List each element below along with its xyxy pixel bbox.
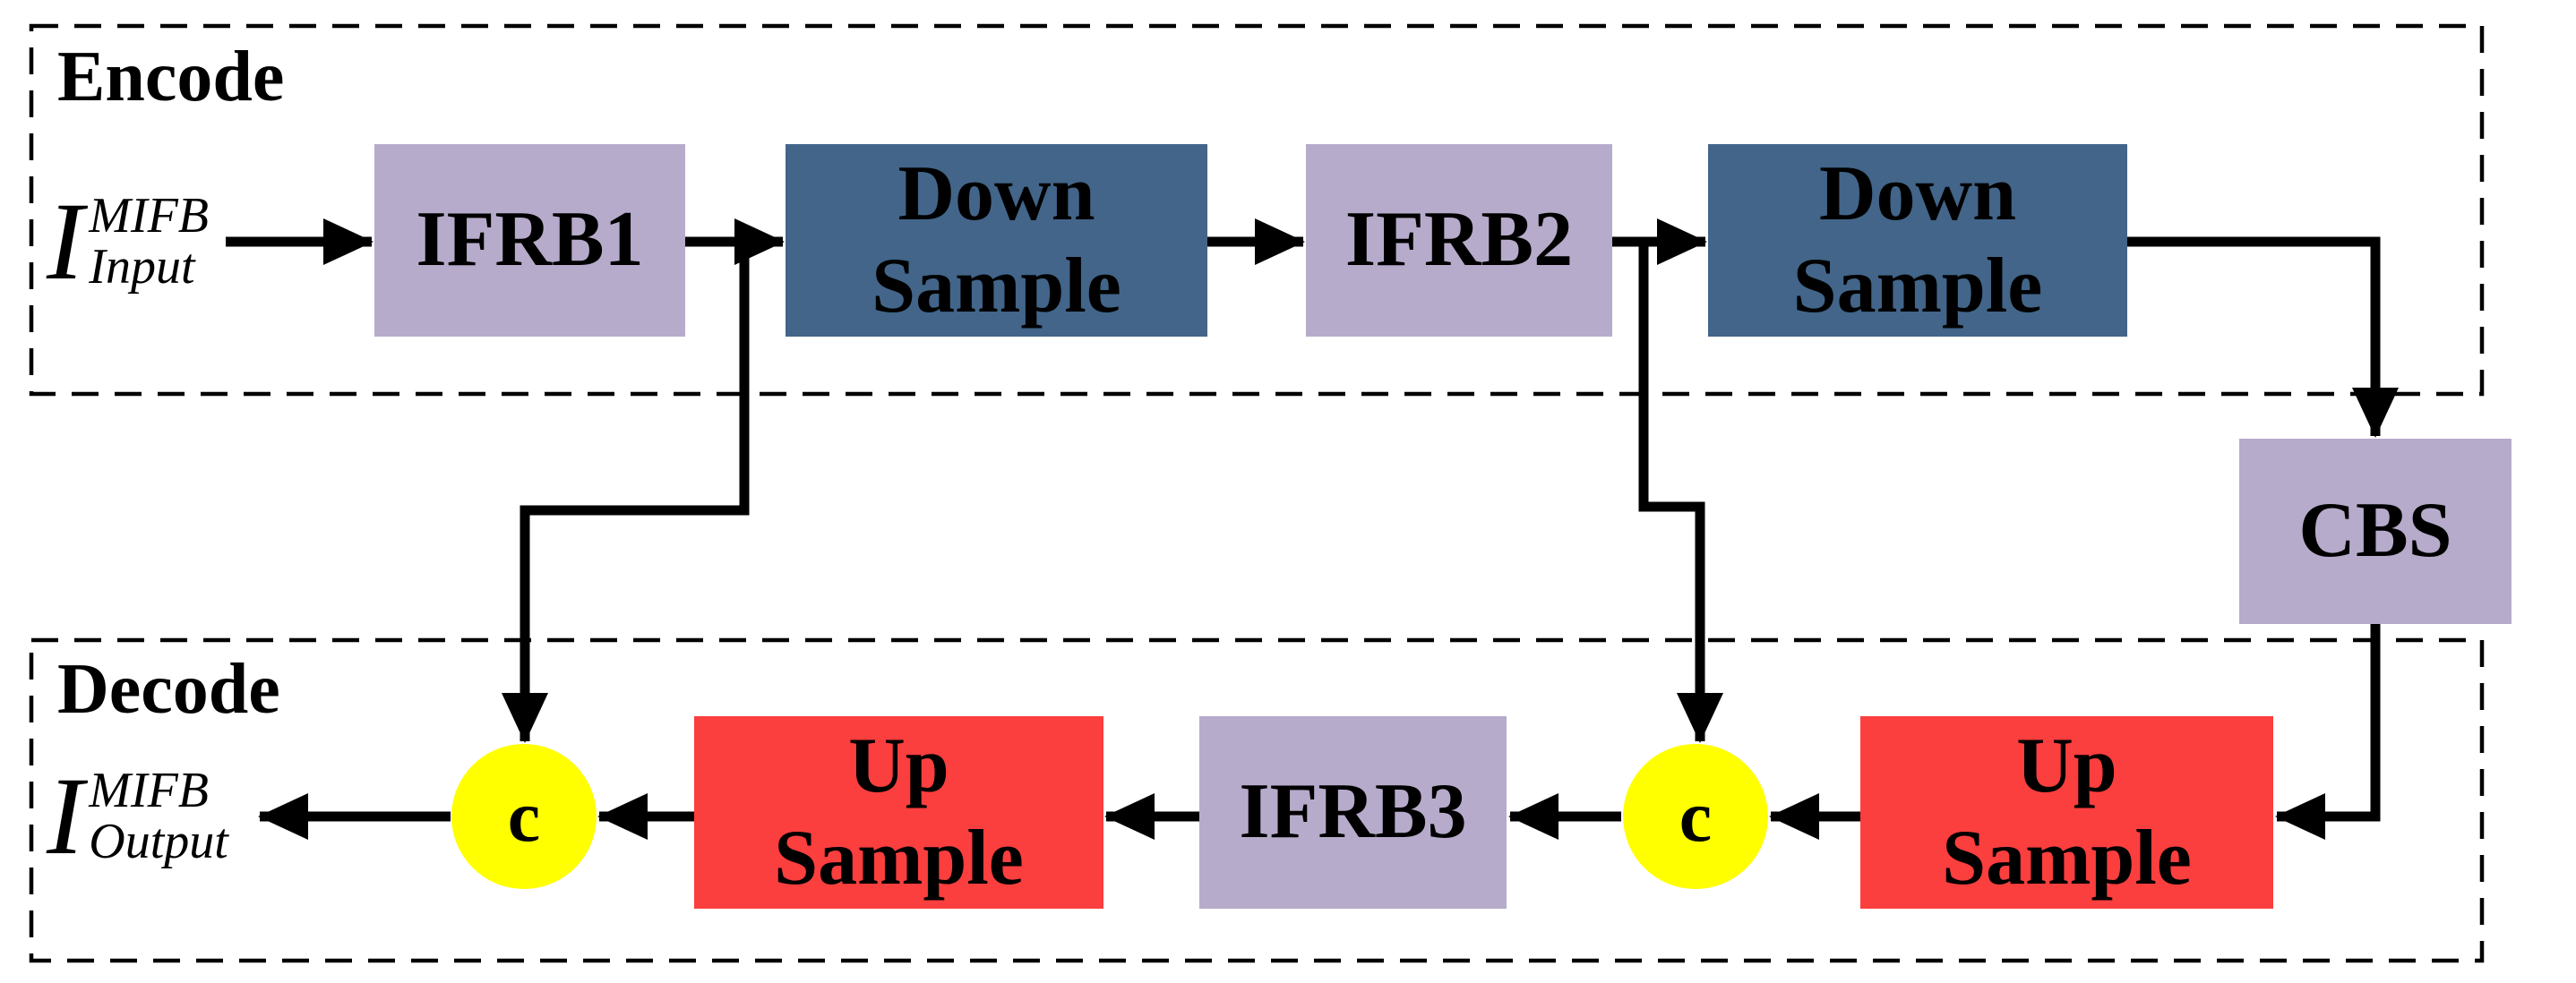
block-ifrb1: IFRB1	[374, 144, 685, 337]
block-ifrb1-label: IFRB1	[416, 196, 644, 284]
input-superscript: MIFB	[89, 187, 210, 244]
block-ifrb3-label: IFRB3	[1239, 768, 1467, 856]
encode-boundary	[29, 23, 2485, 397]
block-downsample-1-label: Down Sample	[872, 150, 1121, 329]
output-symbol: I	[47, 755, 84, 877]
input-symbol: I	[47, 180, 84, 303]
output-subscript: Output	[89, 814, 228, 869]
block-upsample-2-label: Up Sample	[1942, 722, 2192, 902]
output-math-label: I MIFB Output	[47, 740, 228, 893]
arrow-downsample2-to-cbs	[2127, 236, 2399, 438]
skip-ifrb1-to-concat1	[502, 242, 750, 743]
block-ifrb2: IFRB2	[1306, 144, 1612, 337]
block-upsample-1: Up Sample	[694, 716, 1103, 909]
block-downsample-2: Down Sample	[1708, 144, 2127, 337]
arrow-cbs-to-upsample2	[2275, 624, 2381, 840]
concat-node-2: c	[1623, 744, 1768, 889]
output-superscript: MIFB	[89, 762, 210, 818]
block-downsample-2-label: Down Sample	[1792, 150, 2043, 329]
block-cbs-label: CBS	[2298, 487, 2452, 575]
block-upsample-1-label: Up Sample	[774, 722, 1024, 902]
concat-node-1: c	[451, 744, 597, 889]
decode-title: Decode	[57, 650, 280, 729]
concat-node-1-label: c	[507, 775, 541, 857]
block-ifrb2-label: IFRB2	[1344, 196, 1574, 284]
input-subscript: Input	[89, 239, 195, 295]
encode-title: Encode	[57, 38, 285, 116]
skip-ifrb2-to-concat2	[1638, 242, 1723, 743]
block-downsample-1: Down Sample	[786, 144, 1207, 337]
block-cbs: CBS	[2239, 439, 2512, 624]
block-upsample-2: Up Sample	[1860, 716, 2273, 909]
decode-boundary	[29, 637, 2485, 963]
block-ifrb3: IFRB3	[1199, 716, 1507, 909]
concat-node-2-label: c	[1679, 775, 1713, 857]
input-math-label: I MIFB Input	[47, 166, 209, 318]
